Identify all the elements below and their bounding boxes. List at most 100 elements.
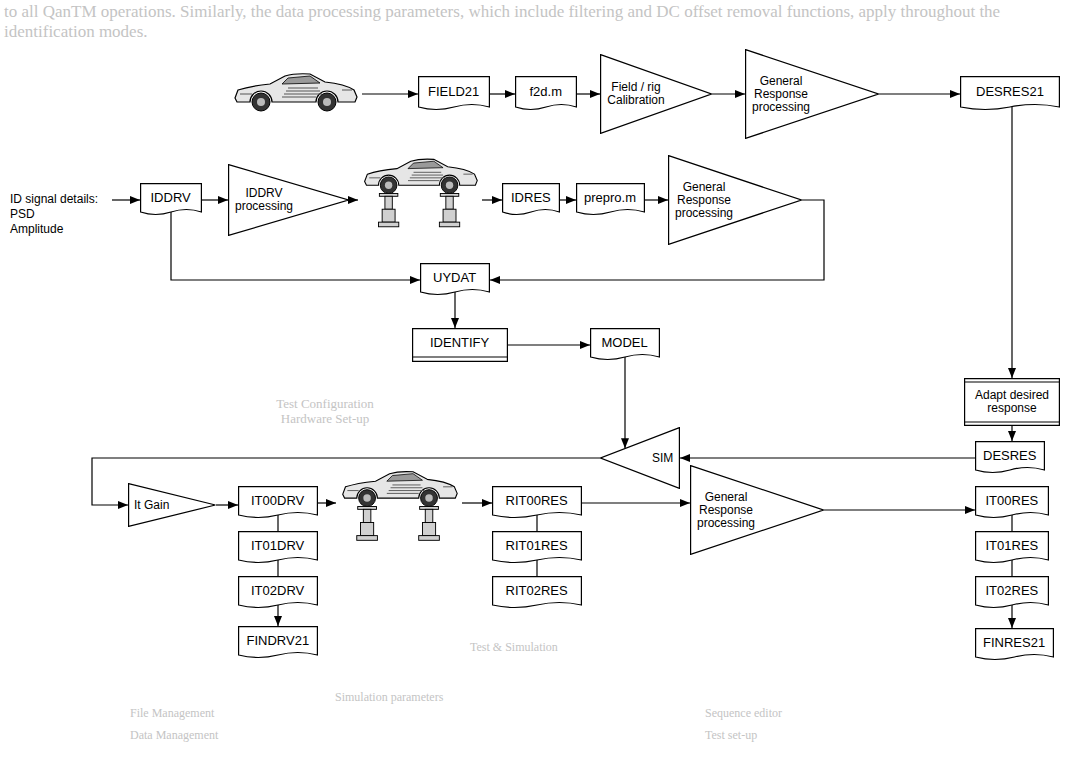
text-group: FINDRV21 — [247, 633, 310, 648]
background-text: File Management — [130, 706, 214, 721]
document-box: IT00DRV — [238, 486, 318, 520]
flow-connector — [1011, 560, 1012, 576]
text-group: IT02RES — [986, 583, 1039, 598]
background-text: Data Management — [130, 728, 218, 743]
node-label: FINRES21 — [983, 635, 1045, 650]
outline-path — [577, 184, 645, 215]
document-box: MODEL — [590, 328, 660, 362]
flow-connector — [454, 292, 455, 328]
flow-connector — [1011, 107, 1012, 378]
process-triangle: IDDRV processing — [228, 164, 349, 236]
flow-connector — [216, 504, 238, 505]
process-box: Adapt desired response — [964, 378, 1060, 426]
text-group: RIT02RES — [506, 583, 568, 598]
text-group: IT01RES — [986, 538, 1039, 553]
flow-connector — [1011, 426, 1012, 441]
flow-connector — [577, 93, 600, 94]
text-group: Field / rig Calibration — [606, 81, 666, 107]
rig-arrow — [362, 93, 418, 94]
outline-path — [413, 329, 508, 362]
node-label: f2d.m — [530, 84, 563, 99]
outline-path — [961, 77, 1060, 110]
outline-path — [976, 532, 1049, 563]
outline-path — [503, 184, 560, 215]
document-box: IT02DRV — [238, 576, 318, 610]
document-box: UYDAT — [420, 263, 490, 297]
flow-connector — [490, 200, 824, 280]
node-label: FINDRV21 — [247, 633, 310, 648]
text-group: FINRES21 — [983, 635, 1045, 650]
outline-path — [976, 629, 1054, 660]
node-label: IT01DRV — [251, 538, 304, 553]
outline-path — [591, 329, 660, 360]
text-group: MODEL — [602, 335, 648, 350]
flow-connector — [824, 509, 975, 510]
flow-connector — [277, 605, 278, 626]
text-group: f2d.m — [530, 84, 563, 99]
flow-connector — [680, 457, 975, 458]
outline-path — [516, 77, 577, 110]
node-label: UYDAT — [433, 270, 476, 285]
outline-path — [229, 165, 349, 236]
node-label: RIT00RES — [506, 493, 568, 508]
document-box: DESRES — [975, 441, 1045, 475]
outline-path — [976, 487, 1049, 518]
node-label: IT00DRV — [251, 493, 304, 508]
car-illustration — [235, 74, 357, 111]
node-label: DESRES21 — [976, 84, 1044, 99]
flow-connector — [712, 93, 745, 94]
background-text: to all QanTM operations. Similarly, the … — [4, 2, 1084, 42]
node-label: DESRES — [983, 448, 1036, 463]
flow-connector — [171, 212, 420, 280]
outline-path — [976, 577, 1049, 608]
document-box: IT01DRV — [238, 531, 318, 565]
node-label: Adapt desired response — [971, 389, 1053, 415]
flow-connector — [879, 93, 960, 94]
background-text: Test set-up — [705, 728, 757, 743]
flow-connector — [1011, 515, 1012, 531]
process-triangle: It Gain — [128, 483, 216, 527]
node-label: SIM — [652, 452, 673, 465]
node-label: General Response processing — [751, 75, 811, 114]
outline-path — [965, 379, 1060, 426]
node-label: It Gain — [134, 499, 169, 512]
text-group: Adapt desired response — [971, 389, 1053, 415]
text-group: RIT01RES — [506, 538, 568, 553]
text-group: IT00RES — [986, 493, 1039, 508]
background-text: Test & Simulation — [470, 640, 558, 655]
document-box: f2d.m — [515, 76, 577, 112]
flow-connector — [560, 199, 576, 200]
process-triangle: SIM — [600, 427, 680, 489]
node-label: prepro.m — [584, 190, 636, 205]
node-label: IDDRV processing — [234, 187, 294, 213]
text-group: IT01DRV — [251, 538, 304, 553]
outline-path — [691, 466, 824, 555]
outline-path — [419, 77, 490, 110]
document-box: FINDRV21 — [238, 626, 318, 660]
node-label: IDDRV — [151, 190, 191, 205]
flow-connector — [277, 515, 278, 531]
outline-path — [239, 487, 318, 518]
process-box: IDENTIFY — [412, 328, 508, 362]
rig-arrow — [462, 502, 492, 503]
node-label: IDRES — [511, 190, 551, 205]
node-label: RIT01RES — [506, 538, 568, 553]
flow-connector — [490, 93, 515, 94]
flow-connector — [536, 515, 537, 531]
flow-connector — [508, 344, 590, 345]
text-group: IDDRV — [151, 190, 191, 205]
document-box: RIT00RES — [492, 486, 582, 520]
outline-path — [239, 627, 318, 658]
rig-arrow — [318, 502, 336, 503]
document-box: IDDRV — [140, 183, 202, 217]
node-label: IT00RES — [986, 493, 1039, 508]
flow-connector — [1011, 605, 1012, 628]
node-label: MODEL — [602, 335, 648, 350]
background-text: Test Configuration Hardware Set-up — [250, 396, 400, 426]
flow-connector — [202, 199, 228, 200]
outline-path — [601, 428, 680, 489]
rig-arrow — [482, 199, 502, 200]
outline-path — [669, 156, 802, 245]
text-group: prepro.m — [584, 190, 636, 205]
